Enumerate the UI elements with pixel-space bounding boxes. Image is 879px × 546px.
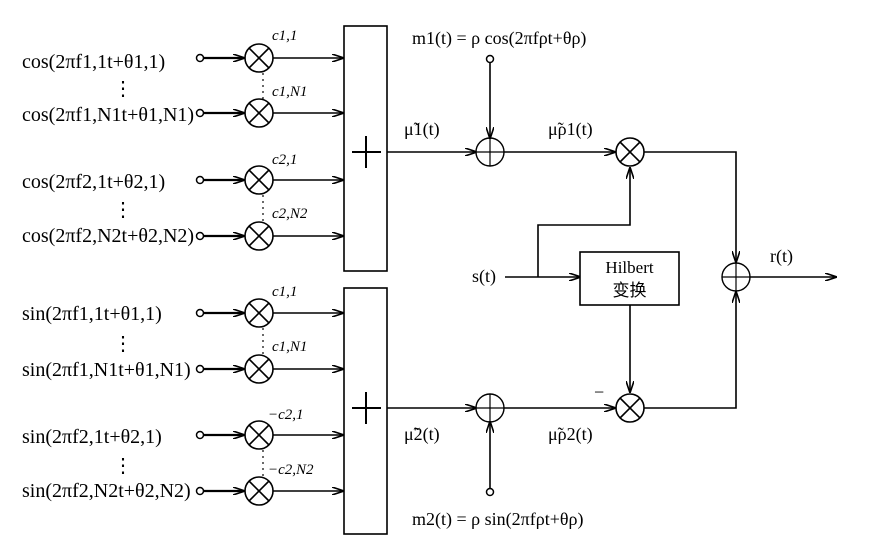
dot-ellipsis-3 — [262, 346, 264, 348]
multiplier-cross-b-8 — [248, 480, 270, 502]
multiplier-rows — [195, 43, 344, 506]
multiplier-cross-b-4 — [248, 225, 270, 247]
mu-rho2-label: μ̃ρ2(t) — [548, 424, 593, 445]
dot-ellipsis-2 — [262, 219, 264, 221]
input-terminal-2 — [195, 108, 205, 118]
coef-top-3: c2,1 — [272, 152, 297, 168]
dot-ellipsis-1 — [262, 73, 264, 75]
hilbert-box: Hilbert 变换 — [579, 251, 680, 306]
dot-ellipsis-2 — [262, 195, 264, 197]
mixer-top — [615, 137, 645, 167]
dot-ellipsis-1 — [262, 97, 264, 99]
ellipsis-cos-1: ⋮ — [113, 78, 133, 100]
m1-terminal — [485, 54, 495, 64]
input-terminal-3 — [195, 175, 205, 185]
mixer-bottom — [615, 393, 645, 423]
m1-label: m1(t) = ρ cos(2πfρt+θρ) — [412, 28, 586, 49]
multiplier-cross-b-3 — [248, 169, 270, 191]
s-label: s(t) — [472, 266, 496, 287]
r-label: r(t) — [770, 246, 793, 267]
hilbert-label: Hilbert — [605, 258, 653, 277]
dot-ellipsis-2 — [262, 201, 264, 203]
m2-label: m2(t) = ρ sin(2πfρt+θρ) — [412, 509, 583, 530]
dot-ellipsis-3 — [262, 352, 264, 354]
dot-ellipsis-1 — [262, 91, 264, 93]
s-to-mixer-top-arrow — [537, 168, 630, 277]
mu2-label: μ̃2(t) — [404, 424, 440, 445]
input-sin-3: sin(2πf2,1t+θ2,1) — [22, 426, 162, 448]
dot-ellipsis-4 — [262, 456, 264, 458]
coef-top-4: c2,N2 — [272, 206, 308, 222]
ellipsis-sin-1: ⋮ — [113, 333, 133, 355]
ellipsis-cos-2: ⋮ — [113, 199, 133, 221]
input-terminal-7 — [195, 430, 205, 440]
input-sin-1: sin(2πf1,1t+θ1,1) — [22, 303, 162, 325]
ellipsis-sin-2: ⋮ — [113, 455, 133, 477]
dot-ellipsis-3 — [262, 340, 264, 342]
summer-bottom — [343, 287, 388, 535]
input-cos-3: cos(2πf2,1t+θ2,1) — [22, 171, 165, 193]
summer-top — [343, 25, 388, 272]
dot-ellipsis-1 — [262, 79, 264, 81]
dot-ellipsis-2 — [262, 213, 264, 215]
dot-ellipsis-4 — [262, 450, 264, 452]
dot-ellipsis-2 — [262, 207, 264, 209]
dot-ellipsis-1 — [262, 85, 264, 87]
adder-output — [721, 262, 751, 292]
coef-bottom-4: −c2,N2 — [268, 462, 314, 478]
coef-bottom-2: c1,N1 — [272, 339, 307, 355]
multiplier-cross-b-2 — [248, 102, 270, 124]
coef-top-2: c1,N1 — [272, 84, 307, 100]
dot-ellipsis-4 — [262, 468, 264, 470]
dot-ellipsis-4 — [262, 474, 264, 476]
coef-bottom-1: c1,1 — [272, 284, 297, 300]
minus-sign: − — [594, 382, 604, 402]
multiplier-cross-b-6 — [248, 358, 270, 380]
input-terminal-4 — [195, 231, 205, 241]
bottom-to-combiner-arrow — [644, 292, 736, 409]
coef-top-1: c1,1 — [272, 28, 297, 44]
dot-ellipsis-3 — [262, 334, 264, 336]
input-terminal-8 — [195, 486, 205, 496]
multiplier-cross-b-7 — [248, 424, 270, 446]
adder-bottom — [475, 393, 505, 423]
dot-ellipsis-4 — [262, 462, 264, 464]
coef-bottom-3: −c2,1 — [268, 407, 304, 423]
multiplier-cross-b-5 — [248, 302, 270, 324]
input-terminal-1 — [195, 53, 205, 63]
multiplier-cross-b-1 — [248, 47, 270, 69]
input-cos-2: cos(2πf1,N1t+θ1,N1) — [22, 104, 194, 126]
input-cos-4: cos(2πf2,N2t+θ2,N2) — [22, 225, 194, 247]
input-terminal-5 — [195, 308, 205, 318]
dot-ellipsis-3 — [262, 328, 264, 330]
m2-terminal — [485, 487, 495, 497]
adder-top — [475, 137, 505, 167]
input-terminal-6 — [195, 364, 205, 374]
mu1-label: μ̃1(t) — [404, 119, 440, 140]
input-sin-2: sin(2πf1,N1t+θ1,N1) — [22, 359, 191, 381]
hilbert-label-cn: 变换 — [613, 281, 647, 300]
input-cos-1: cos(2πf1,1t+θ1,1) — [22, 51, 165, 73]
mu-rho1-label: μ̃ρ1(t) — [548, 119, 593, 140]
top-to-combiner-arrow — [644, 151, 736, 262]
input-sin-4: sin(2πf2,N2t+θ2,N2) — [22, 480, 191, 502]
